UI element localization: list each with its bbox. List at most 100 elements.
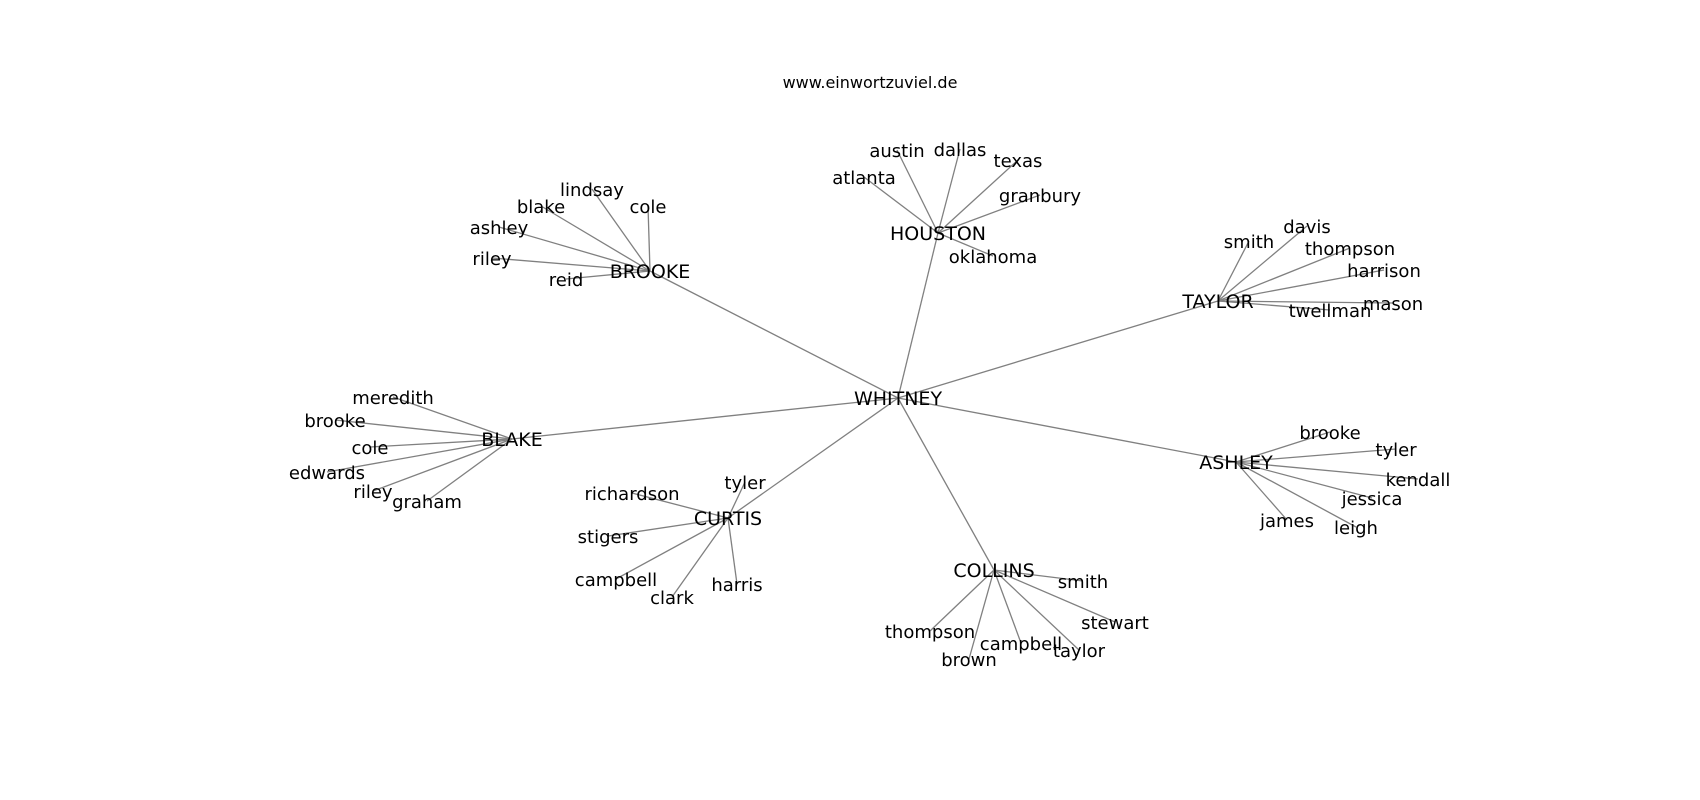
edge-taylor-t-twellman: [1217, 300, 1331, 311]
edge-houston-h-dallas: [937, 148, 961, 234]
edge-houston-h-atlanta: [863, 176, 939, 234]
node-br-lindsay: lindsay: [560, 180, 624, 201]
edge-layer: [326, 148, 1419, 660]
edge-collins-co-taylor: [993, 569, 1080, 651]
node-t-thompson: thompson: [1305, 239, 1395, 260]
node-bl-meredith: meredith: [352, 388, 434, 409]
edge-whitney-brooke: [649, 270, 899, 399]
node-t-twellman: twellman: [1289, 301, 1372, 322]
edge-collins-co-stewart: [993, 569, 1116, 623]
node-brooke: BROOKE: [610, 261, 691, 283]
node-bl-edwards: edwards: [289, 463, 365, 484]
edge-blake-bl-meredith: [392, 396, 513, 440]
node-bl-riley: riley: [353, 482, 392, 503]
node-taylor: TAYLOR: [1181, 291, 1253, 313]
node-h-oklahoma: oklahoma: [949, 247, 1037, 268]
edge-curtis-c-richardson: [631, 492, 729, 519]
node-co-brown: brown: [941, 650, 997, 671]
node-co-thompson: thompson: [885, 622, 975, 643]
node-layer: WHITNEYHOUSTONBROOKETAYLORBLAKEASHLEYCUR…: [289, 140, 1450, 671]
edge-brooke-br-blake: [540, 205, 651, 272]
node-c-richardson: richardson: [584, 484, 679, 505]
node-t-davis: davis: [1283, 217, 1331, 238]
edge-houston-h-austin: [896, 149, 939, 234]
node-co-campbell: campbell: [980, 634, 1062, 655]
node-c-harris: harris: [711, 575, 762, 596]
site-title: www.einwortzuviel.de: [783, 73, 958, 92]
node-c-stigers: stigers: [578, 527, 639, 548]
edge-collins-co-campbell: [993, 569, 1022, 644]
node-bl-cole: cole: [352, 438, 389, 459]
edge-collins-co-thompson: [929, 569, 995, 632]
edge-whitney-taylor: [897, 300, 1219, 399]
edge-ashley-a-leigh: [1235, 461, 1357, 528]
edge-ashley-a-kendall: [1235, 461, 1419, 480]
edge-blake-bl-riley: [372, 438, 513, 492]
edge-ashley-a-brooke: [1235, 431, 1331, 463]
node-c-campbell: campbell: [575, 570, 657, 591]
node-h-austin: austin: [869, 141, 924, 162]
node-t-mason: mason: [1363, 294, 1423, 315]
edge-blake-bl-edwards: [326, 438, 513, 473]
edge-whitney-curtis: [727, 397, 899, 519]
node-t-harrison: harrison: [1347, 261, 1421, 282]
edge-ashley-a-jessica: [1235, 461, 1373, 499]
node-br-riley: riley: [472, 249, 511, 270]
node-a-brooke: brooke: [1299, 423, 1360, 444]
edge-curtis-c-campbell: [615, 517, 729, 580]
node-houston: HOUSTON: [890, 223, 986, 245]
edge-taylor-t-smith: [1217, 240, 1250, 302]
edge-taylor-t-davis: [1217, 225, 1308, 302]
edge-curtis-c-harris: [727, 517, 738, 585]
edge-brooke-br-lindsay: [591, 188, 651, 272]
edge-whitney-collins: [897, 397, 995, 571]
node-co-stewart: stewart: [1081, 613, 1149, 634]
edge-blake-bl-cole: [369, 438, 513, 448]
node-t-smith: smith: [1224, 232, 1274, 253]
edge-whitney-houston: [897, 232, 939, 399]
node-h-atlanta: atlanta: [832, 168, 896, 189]
edge-collins-co-smith: [993, 569, 1084, 582]
edge-taylor-t-mason: [1217, 300, 1394, 304]
node-a-kendall: kendall: [1386, 470, 1451, 491]
edge-houston-h-granbury: [937, 194, 1041, 234]
node-br-ashley: ashley: [470, 218, 529, 239]
edge-curtis-c-clark: [671, 517, 729, 598]
node-co-taylor: taylor: [1053, 641, 1106, 662]
node-a-jessica: jessica: [1341, 489, 1403, 510]
node-collins: COLLINS: [953, 560, 1034, 582]
node-curtis: CURTIS: [694, 508, 762, 530]
edge-blake-bl-graham: [426, 438, 513, 502]
node-whitney: WHITNEY: [854, 388, 943, 410]
edge-taylor-t-thompson: [1217, 247, 1351, 302]
node-c-clark: clark: [650, 588, 694, 609]
edge-houston-h-texas: [937, 159, 1019, 234]
edge-ashley-a-james: [1235, 461, 1288, 521]
node-br-blake: blake: [517, 197, 565, 218]
node-c-tyler: tyler: [724, 473, 766, 494]
node-blake: BLAKE: [481, 429, 543, 451]
edge-collins-co-brown: [968, 569, 995, 660]
node-co-smith: smith: [1058, 572, 1108, 593]
edge-brooke-br-cole: [647, 205, 651, 272]
node-a-james: james: [1259, 511, 1314, 532]
edge-blake-bl-brooke: [334, 419, 513, 440]
node-a-leigh: leigh: [1334, 518, 1378, 539]
edge-whitney-ashley: [897, 397, 1237, 463]
node-h-dallas: dallas: [934, 140, 987, 161]
node-bl-brooke: brooke: [304, 411, 365, 432]
edge-brooke-br-ashley: [498, 226, 651, 272]
edge-whitney-blake: [511, 397, 899, 440]
edge-brooke-br-reid: [565, 270, 651, 280]
edge-taylor-t-harrison: [1217, 269, 1385, 302]
node-br-reid: reid: [549, 270, 584, 291]
node-br-cole: cole: [630, 197, 667, 218]
edge-houston-h-oklahoma: [937, 232, 994, 257]
node-h-texas: texas: [994, 151, 1043, 172]
node-a-tyler: tyler: [1375, 440, 1417, 461]
edge-curtis-c-tyler: [727, 481, 746, 519]
edge-brooke-br-riley: [491, 257, 651, 272]
node-h-granbury: granbury: [999, 186, 1081, 207]
edge-ashley-a-tyler: [1235, 448, 1397, 463]
